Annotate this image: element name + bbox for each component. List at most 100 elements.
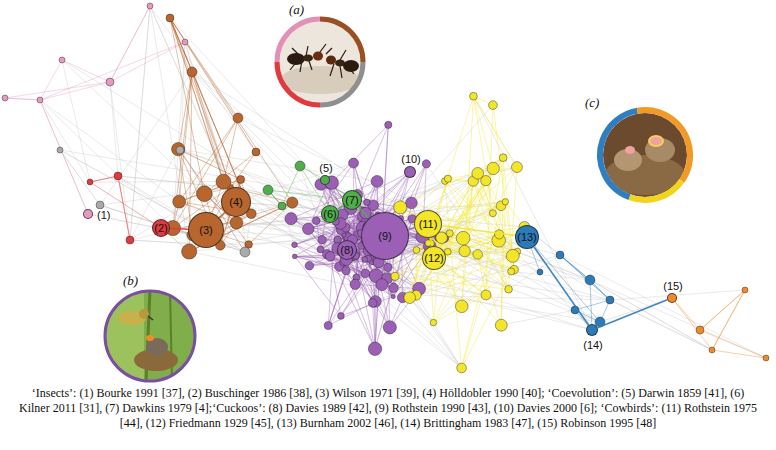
citation-link [170,18,419,289]
paper-dot [216,174,231,189]
citation-link [170,18,204,194]
citation-link [356,244,362,246]
citation-link [40,42,185,100]
citation-link [249,203,293,245]
paper-dot [364,199,370,205]
paper-dot [502,199,508,205]
paper-dot [505,285,513,293]
ring-segment [277,19,363,105]
citation-link [5,82,110,98]
ant-picture [277,19,363,105]
ant-antenna [320,44,326,52]
citation-node: (14) [586,324,598,336]
citation-link [575,300,610,310]
citation-link [170,228,188,230]
citation-link [527,237,600,322]
ring-segment [593,103,697,207]
paper-dot [361,269,370,278]
ring-segment [277,19,363,105]
citation-link [390,289,419,328]
citation-link [590,280,592,330]
citation-link [700,290,745,330]
citation-link [462,96,474,306]
paper-dot [114,172,122,180]
citation-link [62,60,204,194]
citation-link [534,247,589,325]
citation-link [170,18,251,214]
callout-number: (3) [199,224,212,236]
paper-dot [233,113,243,123]
paper-dot [384,263,392,271]
citation-link [150,6,236,202]
citation-link [40,100,90,182]
citation-node: (7) [342,190,362,210]
callout-number: (1) [96,209,111,221]
paper-dot [305,261,314,270]
paper-dot [342,267,350,275]
citation-link [462,270,514,307]
paper-dot [487,162,499,174]
citation-node: (5) [320,175,330,185]
callout-number: (13) [517,231,537,243]
citation-link [590,280,712,350]
citation-link [60,150,100,205]
citation-link [62,60,292,203]
citation-link [338,205,344,209]
paper-dot [324,322,332,330]
paper-dot [763,355,769,361]
ring-segment [277,19,363,105]
paper-dot [473,250,483,260]
citation-link [700,290,745,330]
citation-link [332,183,363,228]
citation-link [501,202,505,325]
paper-dot [585,275,595,285]
ant-body [343,60,359,72]
citation-node: (9) [361,212,409,260]
callout-number: (8) [340,244,353,256]
paper-dot [457,363,467,373]
paper-dot [406,197,418,209]
ant-body [287,53,305,65]
citation-link [610,300,712,350]
citation-link [478,173,493,213]
paper-dot [172,143,185,156]
citation-link [590,280,712,350]
citation-link [110,42,185,82]
citation-link [473,96,592,330]
paper-dot [495,319,507,331]
citation-link [173,42,185,228]
citation-link [150,6,189,252]
paper-dot [422,160,430,168]
paper-dot [368,342,381,355]
paper-dot [263,185,273,195]
paper-dot [182,244,197,259]
citation-link [170,18,251,214]
citation-link [598,300,668,328]
cowbird-photo [582,92,707,217]
paper-dot [237,176,245,184]
group-ring [582,92,707,217]
citation-node: (2) [152,219,170,237]
photo-ground [277,19,363,105]
citation-link [40,100,88,214]
ring-segment [587,97,702,212]
citation-link [192,72,462,368]
paper-dot [489,101,498,110]
citation-link [170,18,251,214]
paper-dot [508,268,515,275]
paper-dot [37,97,43,103]
citation-link [40,100,173,228]
citation-link [90,181,223,182]
ant-head [313,52,323,61]
citation-link [130,6,150,240]
ring-segment [277,19,363,105]
citation-link [473,96,516,167]
paper-dot [556,251,564,259]
paper-dot [126,236,134,244]
citation-link [700,330,766,358]
chick-gape [648,135,664,147]
citation-link [486,105,493,295]
paper-dot [295,161,305,171]
citation-link [110,6,150,82]
